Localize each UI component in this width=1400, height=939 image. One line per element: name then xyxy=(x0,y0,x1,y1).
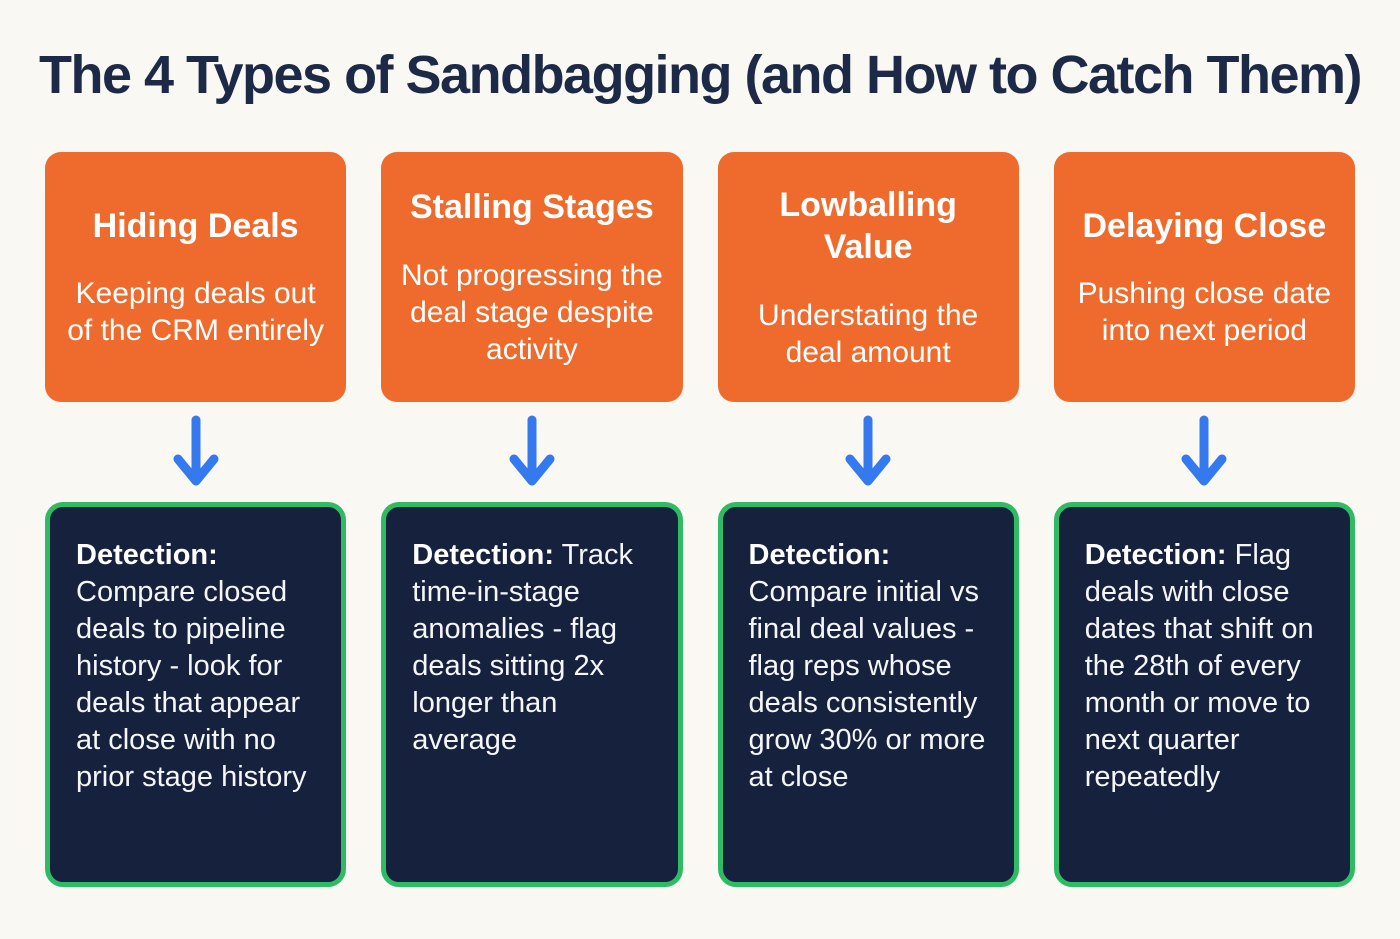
type-title: Stalling Stages xyxy=(410,188,654,227)
type-description: Understating the deal amount xyxy=(758,298,979,369)
detection-text: Compare closed deals to pipeline history… xyxy=(76,576,307,793)
type-title: Delaying Close xyxy=(1082,206,1327,245)
type-title: Hiding Deals xyxy=(92,206,299,245)
down-arrow-icon xyxy=(718,402,1019,502)
detection-text: Compare initial vs final deal values - f… xyxy=(748,576,986,793)
down-arrow-icon xyxy=(1054,402,1355,502)
detection-card-delaying-close: Detection: Flag deals with close dates t… xyxy=(1053,502,1355,887)
type-card-stalling-stages: Stalling Stages Not progressing the deal… xyxy=(381,152,683,402)
detection-card-hiding-deals: Detection: Compare closed deals to pipel… xyxy=(45,502,347,887)
detection-text: Flag deals with close dates that shift o… xyxy=(1084,539,1314,793)
detection-label: Detection: xyxy=(748,539,891,571)
columns-grid: Hiding Deals Keeping deals out of the CR… xyxy=(45,152,1355,887)
type-description: Pushing close date into next period xyxy=(1077,277,1332,348)
detection-label: Detection: xyxy=(1084,539,1227,571)
type-card-lowballing-value: Lowballing Value Understating the deal a… xyxy=(717,152,1019,402)
column-hiding-deals: Hiding Deals Keeping deals out of the CR… xyxy=(45,152,347,887)
down-arrow-icon xyxy=(45,402,346,502)
type-card-hiding-deals: Hiding Deals Keeping deals out of the CR… xyxy=(45,152,347,402)
column-delaying-close: Delaying Close Pushing close date into n… xyxy=(1053,152,1355,887)
page-title: The 4 Types of Sandbagging (and How to C… xyxy=(38,45,1363,105)
detection-card-stalling-stages: Detection: Track time-in-stage anomalies… xyxy=(381,502,683,887)
type-description: Keeping deals out of the CRM entirely xyxy=(67,277,324,348)
type-description: Not progressing the deal stage despite a… xyxy=(400,258,663,366)
column-lowballing-value: Lowballing Value Understating the deal a… xyxy=(717,152,1019,887)
detection-card-lowballing-value: Detection: Compare initial vs final deal… xyxy=(717,502,1019,887)
type-card-delaying-close: Delaying Close Pushing close date into n… xyxy=(1053,152,1355,402)
detection-label: Detection: xyxy=(412,539,555,571)
down-arrow-icon xyxy=(381,402,682,502)
detection-label: Detection: xyxy=(76,539,218,571)
type-title: Lowballing Value xyxy=(779,185,957,267)
detection-text: Track time-in-stage anomalies - flag dea… xyxy=(412,539,634,756)
column-stalling-stages: Stalling Stages Not progressing the deal… xyxy=(381,152,683,887)
